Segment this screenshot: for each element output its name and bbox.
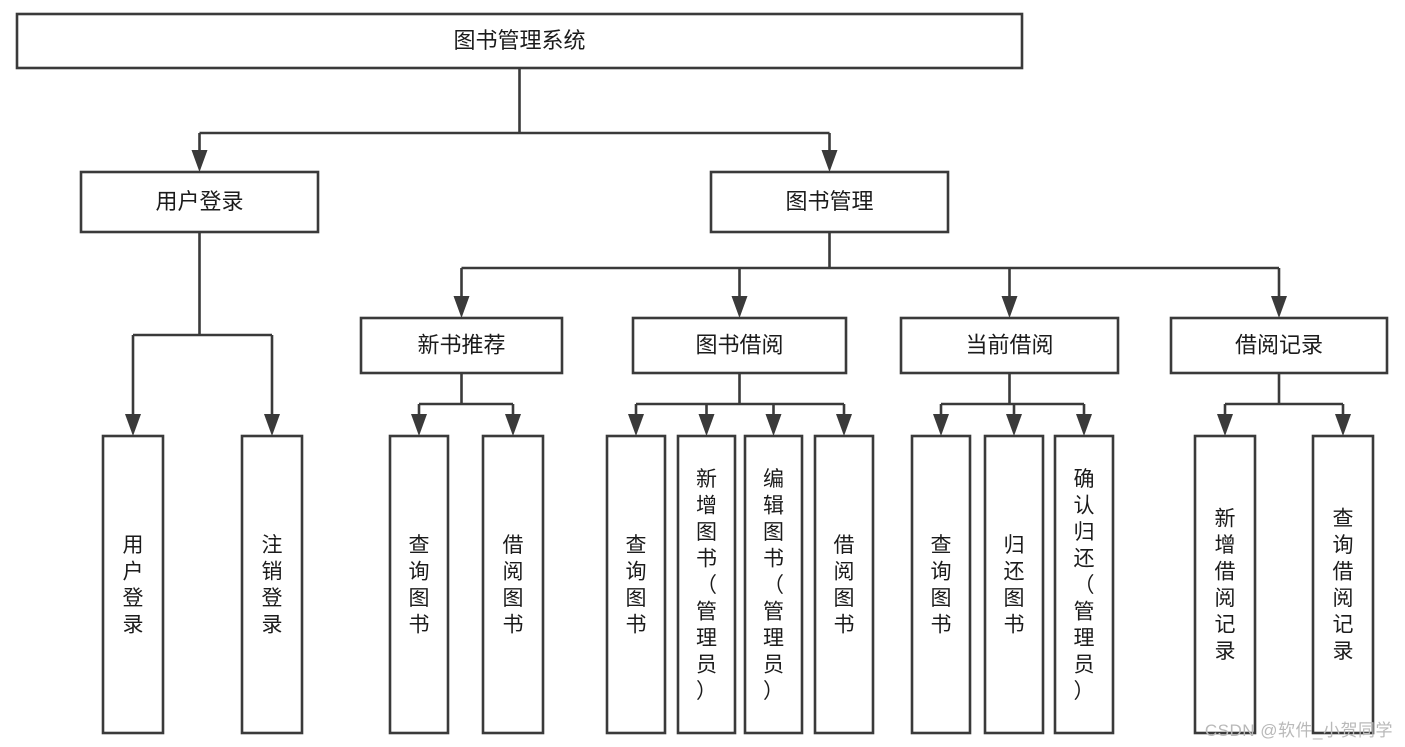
node-leaf[interactable]: 确认归还（管理员） bbox=[1053, 434, 1115, 735]
node-label: 借阅图书 bbox=[503, 534, 524, 637]
node-box[interactable] bbox=[605, 434, 667, 735]
node-leaf[interactable]: 编辑图书（管理员） bbox=[743, 434, 804, 735]
node-label: 新书推荐 bbox=[417, 332, 505, 357]
node-box[interactable] bbox=[910, 434, 972, 735]
arrow-head bbox=[264, 414, 280, 436]
node-leaf[interactable]: 借阅图书 bbox=[813, 434, 875, 735]
node-label: 用户登录 bbox=[123, 534, 144, 637]
node-box[interactable] bbox=[388, 434, 450, 735]
node-leaf[interactable]: 查询图书 bbox=[388, 434, 450, 735]
node-label: 查询图书 bbox=[931, 534, 952, 637]
node-label: 新增图书（管理员） bbox=[696, 468, 717, 703]
node-level3[interactable]: 当前借阅 bbox=[899, 316, 1120, 375]
node-box[interactable] bbox=[743, 434, 804, 735]
arrow-head bbox=[125, 414, 141, 436]
node-box[interactable] bbox=[983, 434, 1045, 735]
node-label: 注销登录 bbox=[262, 534, 283, 637]
arrow-head bbox=[1271, 296, 1287, 318]
node-level3[interactable]: 图书借阅 bbox=[631, 316, 848, 375]
node-box[interactable] bbox=[359, 316, 564, 375]
arrow-head bbox=[821, 150, 838, 172]
node-label: 当前借阅 bbox=[965, 332, 1053, 357]
arrow-head bbox=[1001, 296, 1018, 318]
node-label: 借阅记录 bbox=[1235, 332, 1323, 357]
arrow-head bbox=[731, 296, 748, 318]
node-leaf[interactable]: 新增图书（管理员） bbox=[676, 434, 737, 735]
arrow-head bbox=[765, 414, 782, 436]
connectors-layer bbox=[125, 68, 1351, 436]
node-leaf[interactable]: 查询借阅记录 bbox=[1311, 434, 1375, 735]
arrow-head bbox=[1335, 414, 1351, 436]
node-box[interactable] bbox=[1169, 316, 1389, 375]
node-label: 查询图书 bbox=[626, 534, 647, 637]
node-box[interactable] bbox=[481, 434, 545, 735]
node-box[interactable] bbox=[813, 434, 875, 735]
node-level2[interactable]: 图书管理 bbox=[709, 170, 950, 234]
node-label: 图书管理系统 bbox=[453, 28, 585, 53]
node-leaf[interactable]: 查询图书 bbox=[605, 434, 667, 735]
node-box[interactable] bbox=[631, 316, 848, 375]
arrow-head bbox=[191, 150, 208, 172]
node-label: 图书借阅 bbox=[695, 332, 783, 357]
arrow-head bbox=[698, 414, 715, 436]
arrow-head bbox=[411, 414, 427, 436]
node-leaf[interactable]: 查询图书 bbox=[910, 434, 972, 735]
node-label: 查询借阅记录 bbox=[1333, 508, 1354, 664]
arrow-head bbox=[1217, 414, 1233, 436]
node-label: 借阅图书 bbox=[834, 534, 855, 637]
node-label: 新增借阅记录 bbox=[1215, 508, 1236, 664]
node-box[interactable] bbox=[709, 170, 950, 234]
node-box[interactable] bbox=[676, 434, 737, 735]
node-level3[interactable]: 新书推荐 bbox=[359, 316, 564, 375]
arrow-head bbox=[628, 414, 644, 436]
arrow-head bbox=[1076, 414, 1092, 436]
node-leaf[interactable]: 新增借阅记录 bbox=[1193, 434, 1257, 735]
node-label: 用户登录 bbox=[155, 189, 243, 214]
arrow-head bbox=[453, 296, 470, 318]
node-leaf[interactable]: 借阅图书 bbox=[481, 434, 545, 735]
watermark-text: CSDN @软件_小贺同学 bbox=[1204, 721, 1393, 740]
node-label: 编辑图书（管理员） bbox=[763, 468, 784, 703]
node-leaf[interactable]: 注销登录 bbox=[240, 434, 304, 735]
node-box[interactable] bbox=[101, 434, 165, 735]
node-box[interactable] bbox=[1053, 434, 1115, 735]
node-box[interactable] bbox=[79, 170, 320, 234]
arrow-head bbox=[1006, 414, 1022, 436]
node-level2[interactable]: 用户登录 bbox=[79, 170, 320, 234]
node-box[interactable] bbox=[899, 316, 1120, 375]
node-label: 图书管理 bbox=[785, 189, 873, 214]
node-leaf[interactable]: 用户登录 bbox=[101, 434, 165, 735]
node-box[interactable] bbox=[15, 12, 1024, 70]
arrow-head bbox=[505, 414, 521, 436]
arrow-head bbox=[836, 414, 852, 436]
node-box[interactable] bbox=[1311, 434, 1375, 735]
node-label: 确认归还（管理员） bbox=[1074, 468, 1095, 703]
nodes-layer: 图书管理系统用户登录图书管理新书推荐图书借阅当前借阅借阅记录用户登录注销登录查询… bbox=[15, 12, 1389, 735]
node-label: 归还图书 bbox=[1004, 534, 1025, 637]
node-box[interactable] bbox=[240, 434, 304, 735]
node-root[interactable]: 图书管理系统 bbox=[15, 12, 1024, 70]
node-label: 查询图书 bbox=[409, 534, 430, 637]
node-level3[interactable]: 借阅记录 bbox=[1169, 316, 1389, 375]
arrow-head bbox=[933, 414, 949, 436]
node-leaf[interactable]: 归还图书 bbox=[983, 434, 1045, 735]
node-box[interactable] bbox=[1193, 434, 1257, 735]
